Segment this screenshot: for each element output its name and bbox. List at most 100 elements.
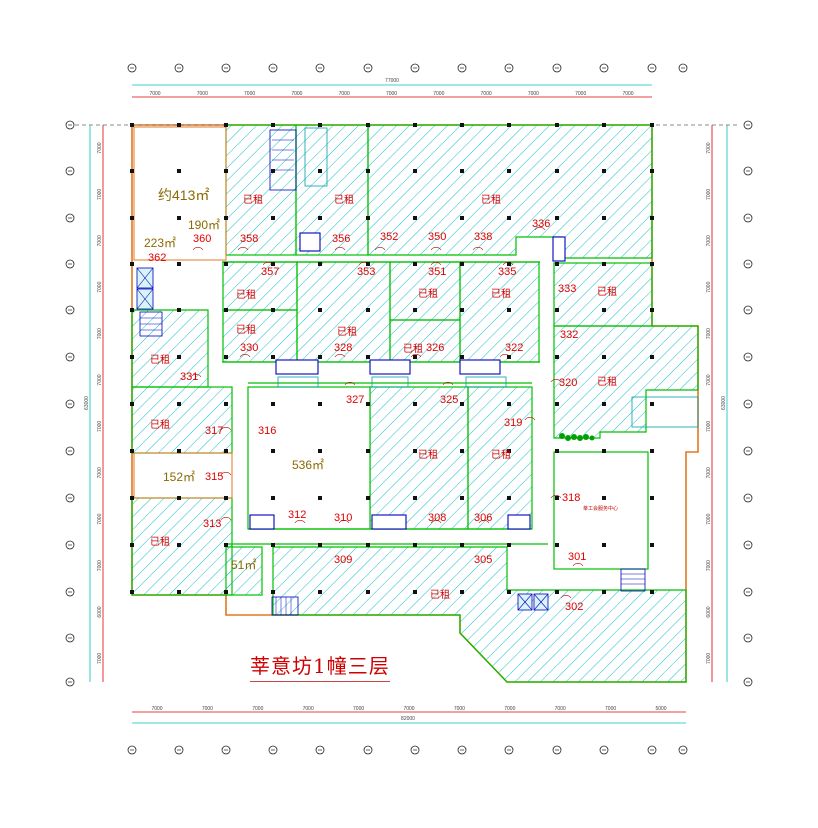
rented-labels: 已租 已租 已租 已租 已租 已租 已租 已租 已租 已租 已租 已租 已租 已… (150, 193, 617, 601)
column (366, 496, 370, 500)
column (271, 496, 275, 500)
column (460, 590, 464, 594)
column (318, 355, 322, 359)
door-swing (478, 520, 490, 524)
room-360: 360 (193, 233, 211, 245)
room-336: 336 (532, 218, 550, 230)
axis-marker (65, 166, 75, 176)
span-dimension: 6000 (97, 606, 103, 617)
service-center-label: 莘工会服务中心 (583, 505, 618, 512)
rented-label: 已租 (491, 287, 511, 300)
axis-marker (174, 745, 184, 755)
span-dimension: 7000 (149, 91, 160, 97)
column (224, 169, 228, 173)
span-dimension: 7000 (504, 706, 515, 712)
column (177, 449, 181, 453)
column (318, 216, 322, 220)
stair-treads (140, 139, 645, 615)
column (507, 402, 511, 406)
area-413: 约413㎡ (158, 187, 209, 203)
room-317: 317 (205, 425, 223, 437)
axis-marker (678, 63, 688, 73)
column (460, 543, 464, 547)
column (555, 123, 559, 127)
axis-marker (65, 540, 75, 550)
span-dimension: 7000 (303, 706, 314, 712)
span-dimension: 7000 (403, 706, 414, 712)
door-swing (572, 563, 584, 567)
axis-marker (743, 587, 753, 597)
column (366, 543, 370, 547)
axis-marker (65, 305, 75, 315)
area-51: 51㎡ (231, 558, 256, 572)
axis-marker (268, 745, 278, 755)
axis-marker (599, 63, 609, 73)
column (555, 402, 559, 406)
span-dimension: 7000 (97, 235, 103, 246)
rented-label: 已租 (418, 287, 438, 300)
column (507, 543, 511, 547)
column (177, 123, 181, 127)
total-dimension-lines (89, 84, 728, 724)
axis-marker (743, 352, 753, 362)
column (271, 216, 275, 220)
axis-marker (457, 745, 467, 755)
room-325: 325 (440, 394, 458, 406)
column (413, 496, 417, 500)
column (460, 169, 464, 173)
column (177, 543, 181, 547)
span-dimension: 7000 (97, 189, 103, 200)
span-dimension: 7000 (202, 706, 213, 712)
column (130, 590, 134, 594)
column (224, 543, 228, 547)
room-319: 319 (504, 417, 522, 429)
door-swing (550, 495, 562, 499)
axis-marker (315, 63, 325, 73)
column (366, 169, 370, 173)
rented-label: 已租 (334, 193, 354, 206)
span-dimension: 7000 (622, 91, 633, 97)
room-309: 309 (334, 554, 352, 566)
axis-marker (363, 63, 373, 73)
span-dimension: 7000 (706, 467, 712, 478)
column (507, 123, 511, 127)
rented-label: 已租 (236, 323, 256, 336)
room-356: 356 (332, 233, 350, 245)
axis-marker (504, 63, 514, 73)
span-dimension: 7000 (97, 421, 103, 432)
rented-label: 已租 (150, 418, 170, 431)
column (271, 449, 275, 453)
span-dimension: 7000 (97, 513, 103, 524)
door-swing (220, 472, 232, 476)
column (224, 355, 228, 359)
span-dimension: 7000 (706, 235, 712, 246)
room-numbers: 360 358 356 352 350 338 336 362 357 353 … (148, 218, 586, 613)
span-dimension: 7000 (97, 653, 103, 664)
column (555, 216, 559, 220)
room-335: 335 (498, 266, 516, 278)
left-axis-markers (65, 120, 75, 687)
column (177, 496, 181, 500)
span-dimension: 7000 (575, 91, 586, 97)
column (413, 449, 417, 453)
axis-marker (743, 493, 753, 503)
door-swings (190, 227, 584, 599)
area-152: 152㎡ (163, 470, 195, 484)
span-dimension: 7000 (706, 560, 712, 571)
room-331: 331 (180, 371, 198, 383)
room-318: 318 (562, 492, 580, 504)
column (460, 496, 464, 500)
column (271, 355, 275, 359)
column (555, 308, 559, 312)
door-swing (430, 247, 442, 251)
span-dimension: 7000 (97, 281, 103, 292)
axis-marker (65, 399, 75, 409)
axis-marker (743, 120, 753, 130)
axis-marker (65, 493, 75, 503)
span-dimension: 7000 (97, 560, 103, 571)
axis-marker (552, 63, 562, 73)
door-swing (239, 354, 251, 358)
column (224, 590, 228, 594)
column (650, 543, 654, 547)
door-swing (534, 227, 546, 231)
